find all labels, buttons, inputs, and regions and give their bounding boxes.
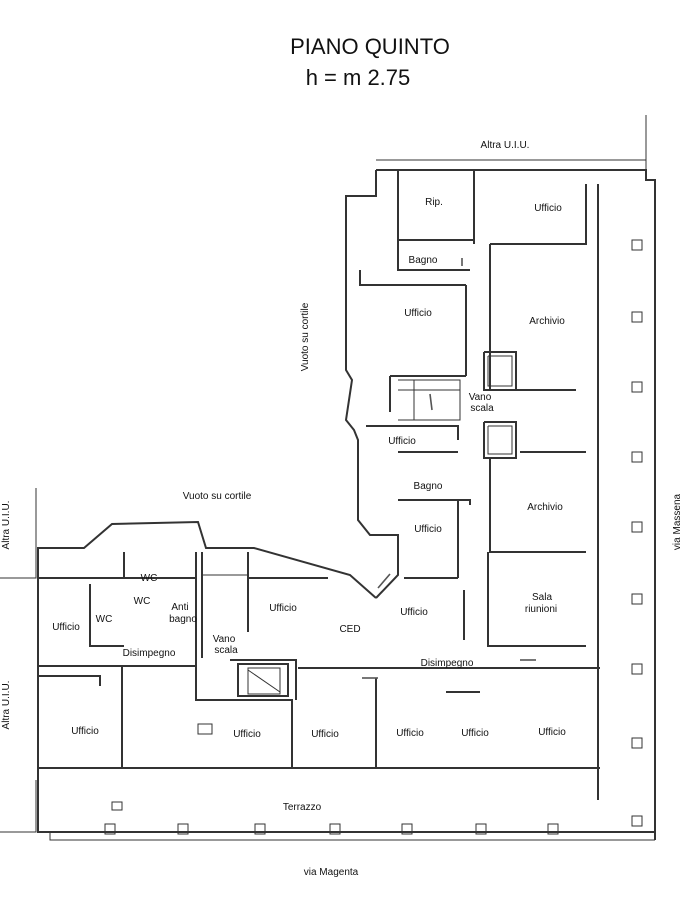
room-ufficio-mid-wing: Ufficio (388, 436, 416, 447)
room-ufficio-corner: Ufficio (400, 607, 428, 618)
room-rip: Rip. (425, 197, 443, 208)
room-vano-scala-left-1: Vano (213, 634, 236, 645)
altra-uiu-top-label: Altra U.I.U. (481, 140, 530, 151)
room-bagno-top: Bagno (409, 255, 438, 266)
room-vano-scala-right-2: scala (470, 403, 494, 414)
room-ufficio-upper-wing: Ufficio (404, 308, 432, 319)
room-sala-riunioni-1: Sala (532, 592, 552, 603)
room-archivio-upper: Archivio (529, 316, 565, 327)
altra-uiu-left-top-label: Altra U.I.U. (1, 501, 12, 550)
room-ufficio-lower-wing: Ufficio (414, 524, 442, 535)
right-wing-walls (359, 170, 599, 800)
room-disimpegno-left: Disimpegno (123, 648, 176, 659)
room-bagno-mid: Bagno (414, 481, 443, 492)
room-terrazzo: Terrazzo (283, 802, 322, 813)
room-wc-3: WC (96, 614, 113, 625)
room-ufficio-bottom-1: Ufficio (71, 726, 99, 737)
room-ufficio-left-top: Ufficio (52, 622, 80, 633)
via-massena-label: via Massena (672, 493, 683, 550)
height-note: h = m 2.75 (306, 65, 411, 90)
room-sala-riunioni-2: riunioni (525, 604, 557, 615)
room-vano-scala-right-1: Vano (469, 392, 492, 403)
vuoto-cortile-vertical-label: Vuoto su cortile (300, 302, 311, 371)
room-vano-scala-left-2: scala (214, 645, 238, 656)
room-archivio-lower: Archivio (527, 502, 563, 513)
room-anti-bagno-2: bagno (169, 614, 197, 625)
room-ufficio-west-mid: Ufficio (269, 603, 297, 614)
room-wc-2: WC (134, 596, 151, 607)
via-magenta-label: via Magenta (304, 867, 359, 878)
vuoto-cortile-horizontal-label: Vuoto su cortile (183, 491, 252, 502)
room-anti-bagno-1: Anti (171, 602, 188, 613)
room-wc-1: WC (141, 573, 158, 584)
building-perimeter (37, 169, 656, 841)
room-labels: Rip. Ufficio Bagno Ufficio Archivio Vano… (52, 197, 566, 813)
room-ufficio-bottom-2: Ufficio (233, 729, 261, 740)
room-ufficio-bottom-3: Ufficio (311, 729, 339, 740)
room-ufficio-top-right: Ufficio (534, 203, 562, 214)
plan-title: PIANO QUINTO (290, 34, 450, 59)
adjacent-unit-lines (0, 115, 647, 833)
room-disimpegno-right: Disimpegno (421, 658, 474, 669)
room-ufficio-bottom-6: Ufficio (538, 727, 566, 738)
room-ufficio-bottom-4: Ufficio (396, 728, 424, 739)
room-ufficio-bottom-5: Ufficio (461, 728, 489, 739)
altra-uiu-left-bottom-label: Altra U.I.U. (1, 681, 12, 730)
room-ced: CED (339, 624, 360, 635)
left-wing-walls (38, 552, 600, 811)
facade-pilasters (104, 239, 643, 835)
door-markings (362, 258, 536, 679)
